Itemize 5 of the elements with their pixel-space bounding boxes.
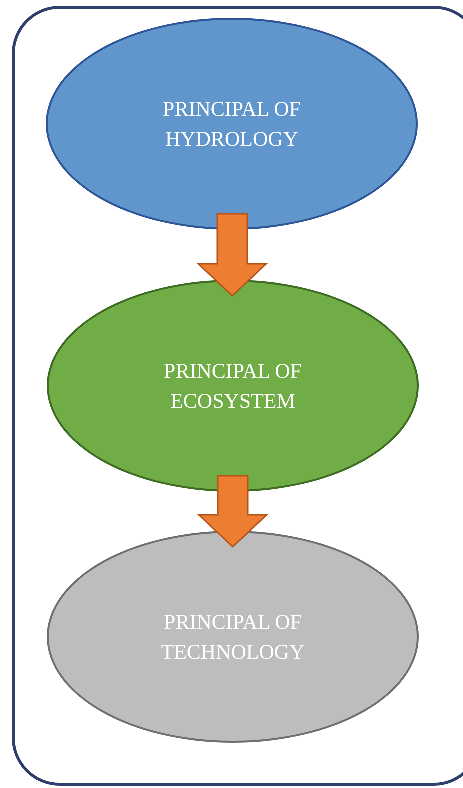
node-label: PRINCIPAL OF TECHNOLOGY [160,609,306,666]
block-arrow [197,475,269,548]
node-label: PRINCIPAL OF HYDROLOGY [162,96,302,153]
block-arrow [196,213,268,298]
node-label: PRINCIPAL OF ECOSYSTEM [163,358,303,415]
